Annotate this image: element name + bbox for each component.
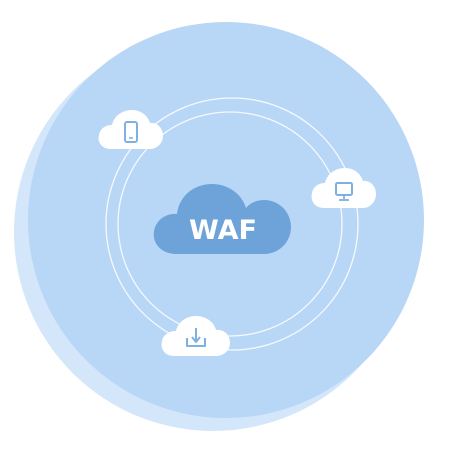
mobile-node (98, 110, 163, 149)
desktop-monitor-icon (335, 182, 353, 201)
download-node (161, 316, 230, 356)
waf-cloud: WAF (153, 184, 291, 254)
orbit-ring-inner (117, 111, 343, 337)
download-tray-icon (186, 328, 206, 347)
waf-label: WAF (189, 215, 257, 246)
desktop-node (311, 168, 376, 208)
orbit-ring-outer (105, 97, 359, 351)
mobile-phone-icon (124, 121, 138, 143)
